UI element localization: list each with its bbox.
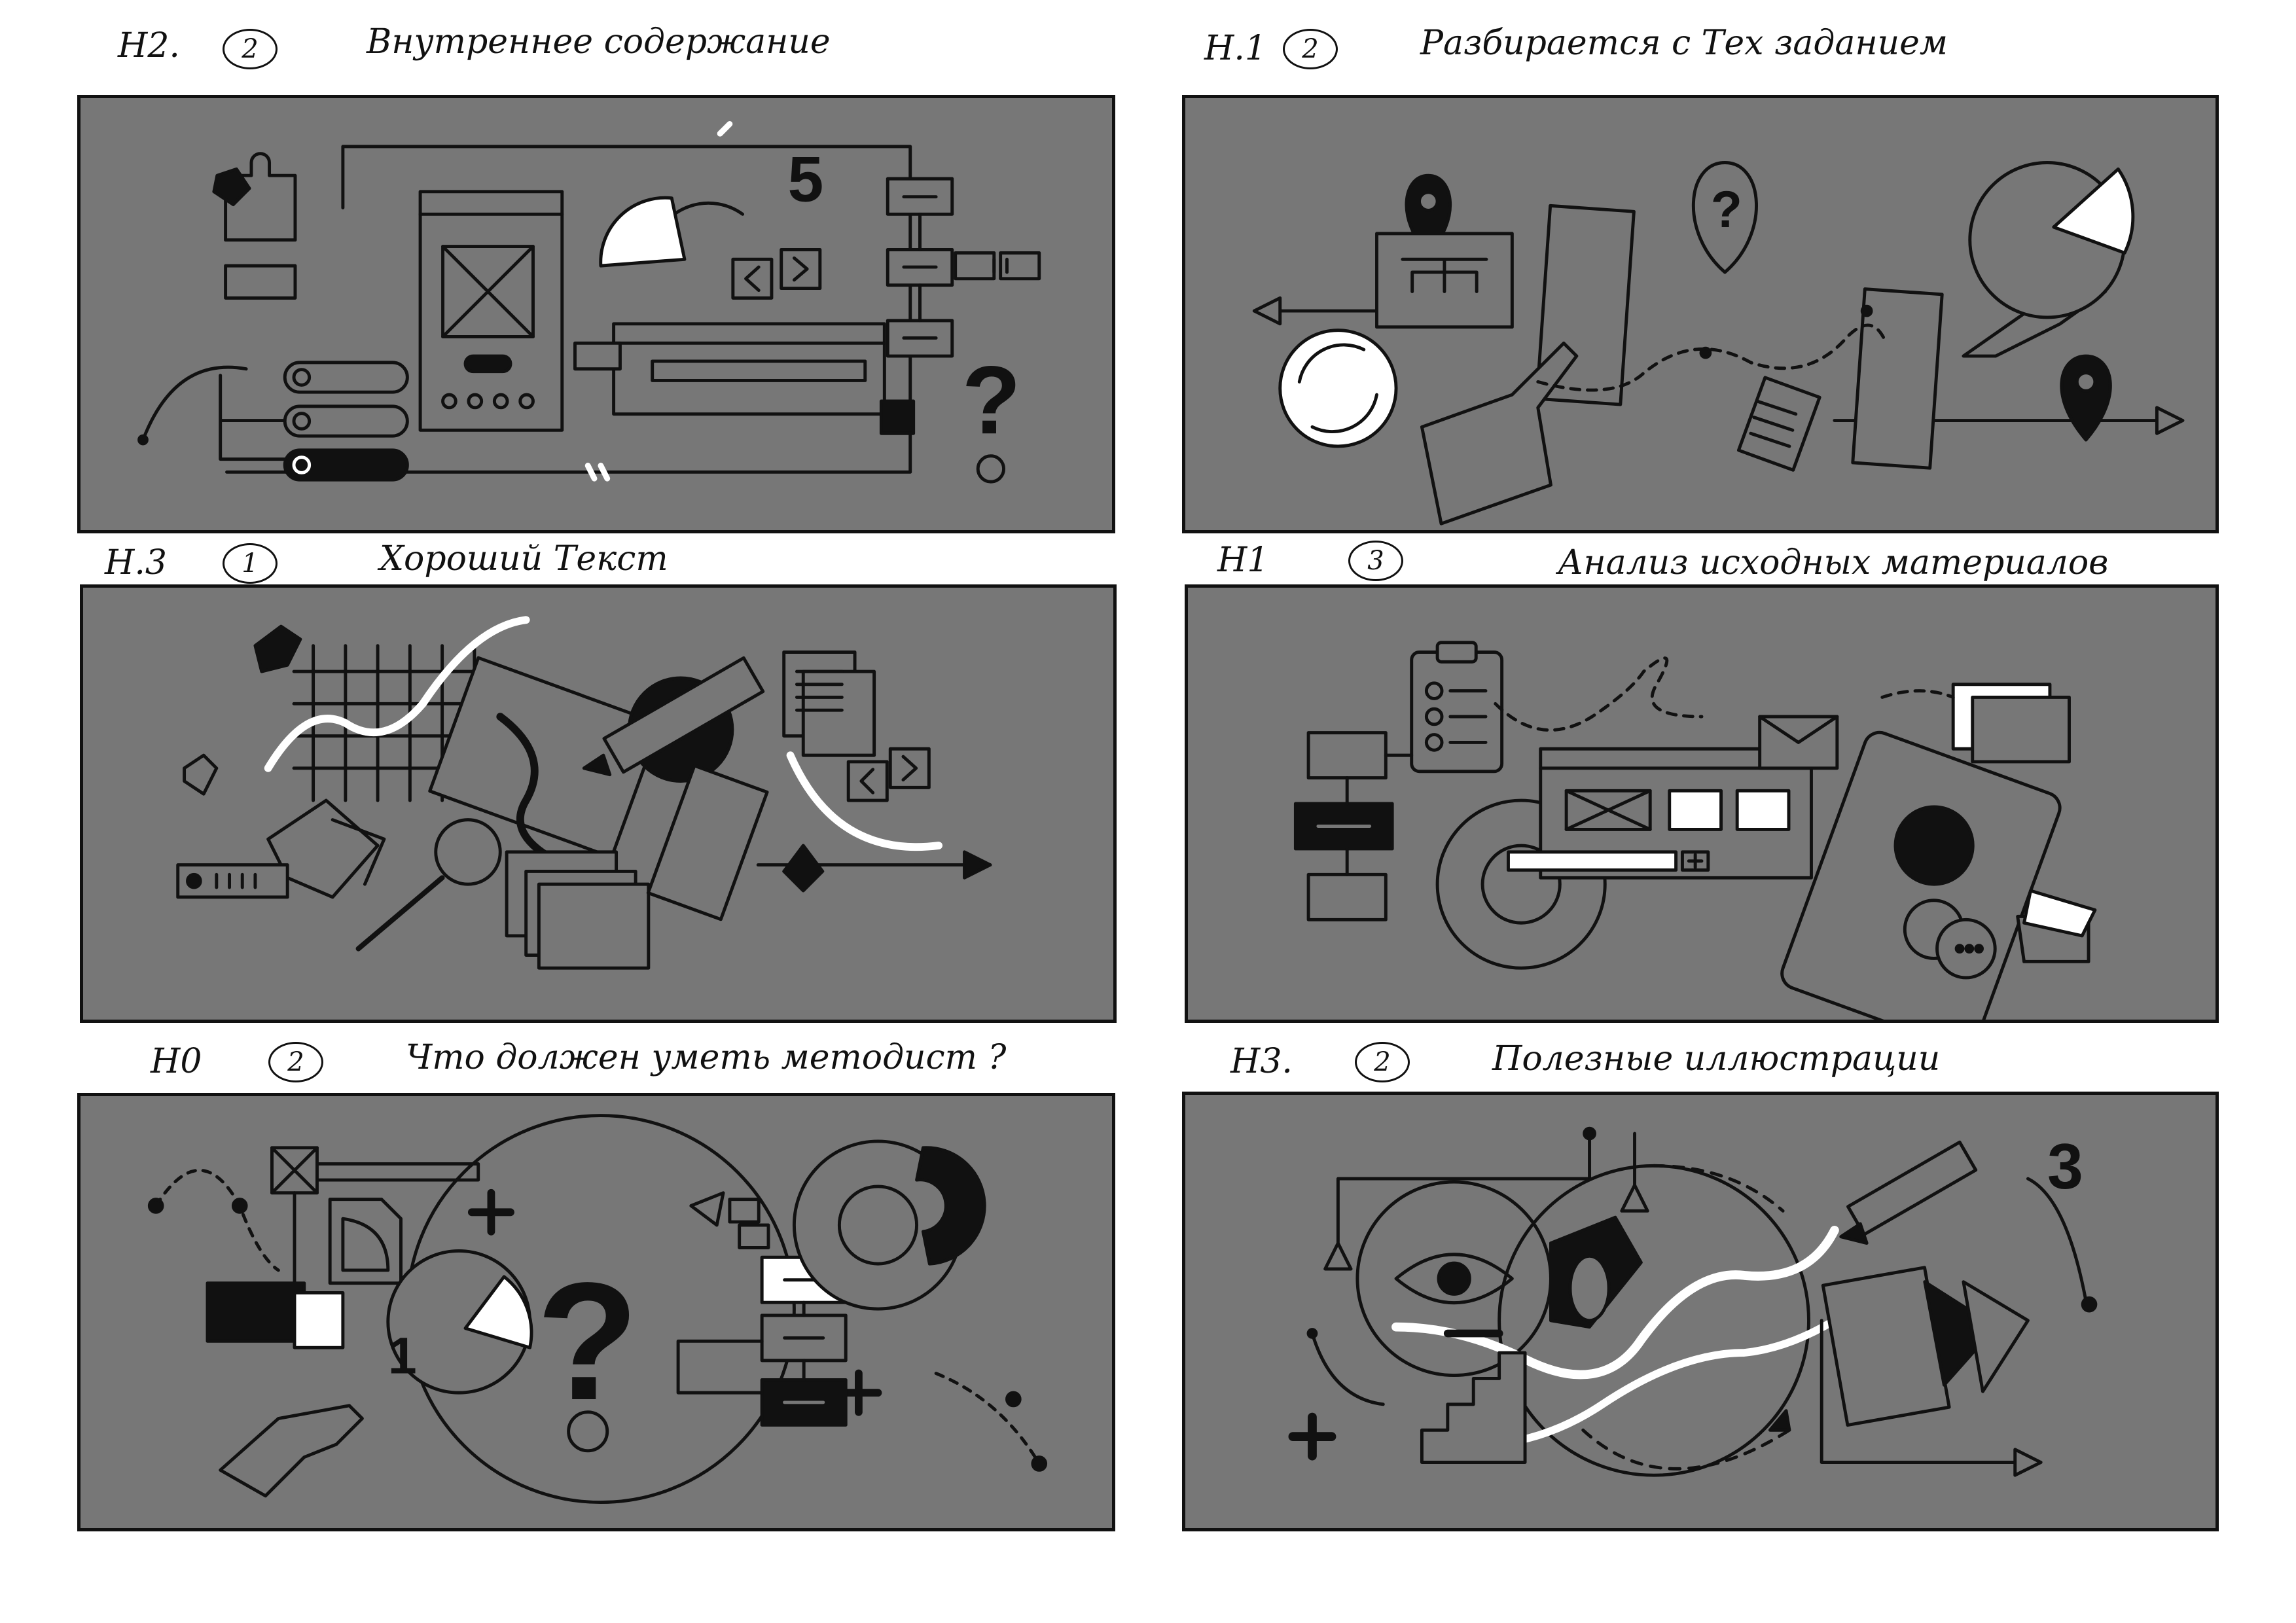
pie-chart-icon — [599, 196, 745, 268]
panel-code: Н2. — [118, 26, 180, 65]
shield-shape — [1549, 1215, 1643, 1329]
question-mark-icon: ? — [536, 1248, 639, 1453]
panel-title: Что должен уметь методист ? — [406, 1038, 1007, 1077]
chat-bubbles-icon — [206, 1281, 345, 1349]
illustration-methodist-skills: ? 1 — [147, 1114, 1048, 1505]
magnifier-icon — [355, 818, 502, 952]
document-scroll — [1821, 1266, 2030, 1427]
window-stack — [1951, 683, 2071, 764]
dashed-path — [1581, 1164, 1791, 1471]
panel-title: Анализ исходных материалов — [1558, 543, 2109, 582]
browser-window — [1507, 747, 1813, 880]
illustration-tech-spec: ? — [1252, 161, 2185, 526]
panel-code: Н.3 — [105, 543, 167, 582]
dashed-path — [1536, 304, 1888, 392]
folder-icon — [2016, 889, 2097, 963]
arrow-buttons — [731, 248, 822, 300]
panel-title: Хороший Текст — [380, 539, 668, 579]
panel-code: Н3. — [1230, 1042, 1293, 1081]
gear-icon — [792, 1139, 986, 1311]
number-five-label: 5 — [788, 143, 824, 215]
illustration-useful-illustrations: 3 — [1288, 1126, 2098, 1477]
pie-chart-icon — [386, 1249, 533, 1395]
pencil-icon — [582, 656, 765, 783]
dotted-scroll — [646, 764, 769, 921]
priority-badge: 2 — [223, 29, 278, 69]
document-card — [428, 656, 662, 863]
priority-badge: 3 — [1348, 541, 1403, 581]
plus-icon — [1288, 1412, 1336, 1461]
arrow-line — [756, 844, 992, 893]
illustration-good-text — [176, 616, 992, 970]
chalk-stroke — [584, 120, 733, 482]
svg-text:?: ? — [1711, 181, 1742, 238]
priority-badge: 2 — [1355, 1042, 1410, 1082]
curved-line — [1306, 1177, 2098, 1406]
clipboard-checklist-icon — [1410, 641, 1504, 774]
priority-badge: 2 — [268, 1042, 323, 1082]
illustration-internal-content: ? 5 — [137, 120, 1041, 484]
document-curve-icon — [328, 1198, 403, 1285]
question-mark-icon: ? — [962, 346, 1021, 484]
flowchart-boxes — [1293, 731, 1414, 921]
illustration-source-analysis — [1293, 641, 2097, 1020]
browser-window — [176, 850, 651, 970]
chalk-stroke — [264, 616, 943, 851]
puzzle-icon — [212, 152, 297, 300]
connector-lines — [1323, 1126, 1649, 1271]
envelope-icon — [1758, 715, 1839, 770]
priority-badge: 2 — [1283, 29, 1338, 69]
dashed-path — [147, 1169, 1048, 1472]
tablet-icon — [1780, 730, 2062, 1020]
toggle-list — [219, 361, 409, 482]
puzzle-icon — [183, 624, 302, 796]
connector-lines — [137, 145, 912, 474]
panel-title: Полезные иллюстрации — [1492, 1039, 1941, 1079]
dashed-path — [1494, 656, 1955, 732]
sketch-panel-tech-spec: ? — [1182, 95, 2219, 533]
svg-text:?: ? — [536, 1248, 638, 1435]
arrow-buttons — [846, 747, 931, 802]
hierarchy-card — [1375, 232, 1514, 329]
sketch-panel-good-text — [80, 584, 1117, 1023]
flowchart-boxes — [886, 177, 1041, 358]
panel-title: Разбирается с Тех заданием — [1420, 24, 1948, 63]
arrow-line — [1820, 1319, 2043, 1477]
number-one-label: 1 — [388, 1327, 417, 1385]
text-document-icon — [782, 651, 876, 757]
panel-title: Внутреннее содержание — [367, 22, 831, 62]
number-three-label: 3 — [2047, 1130, 2083, 1202]
pie-chart-icon — [1968, 161, 2135, 319]
sketch-panel-internal-content: ? 5 — [77, 95, 1115, 533]
stairs-icon — [1420, 1329, 1527, 1464]
priority-badge: 1 — [223, 543, 278, 584]
panel-code: Н0 — [151, 1042, 202, 1081]
plus-icon — [467, 1188, 882, 1416]
sketch-panel-methodist-skills: ? 1 — [77, 1093, 1115, 1531]
refresh-circle-icon — [1278, 329, 1398, 448]
panel-code: Н1 — [1217, 541, 1269, 580]
phone-mockup-icon — [418, 190, 564, 432]
panel-code: Н.1 — [1204, 29, 1266, 68]
browser-window — [573, 322, 916, 435]
svg-text:?: ? — [962, 346, 1021, 454]
eye-icon — [1355, 1180, 1552, 1377]
pencil-icon — [1839, 1140, 1978, 1245]
sketch-panel-useful-illustrations: 3 — [1182, 1092, 2219, 1531]
hand-gesture-icon — [219, 1404, 364, 1498]
question-pin-icon: ? — [1691, 161, 1758, 274]
sketch-panel-source-analysis — [1185, 584, 2219, 1023]
